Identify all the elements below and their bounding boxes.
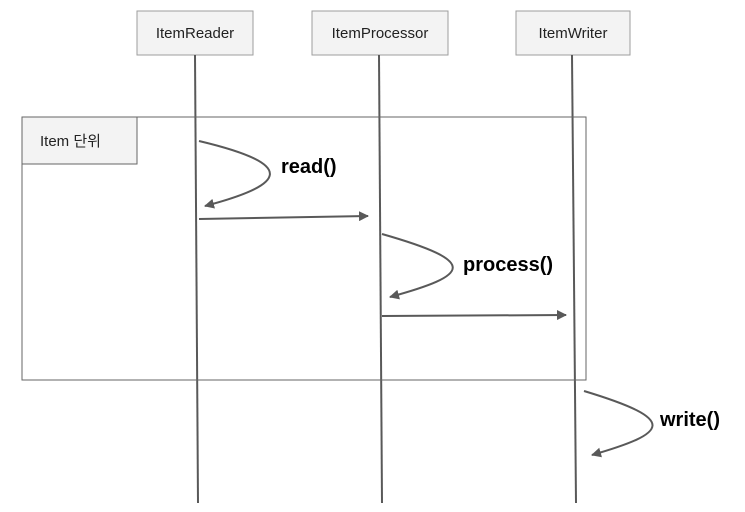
- message-read-label: read(): [281, 156, 337, 178]
- lifeline-itemreader: [194, 54, 199, 504]
- item-loop-frame: [21, 116, 587, 381]
- participant-box-itemreader: [136, 10, 254, 56]
- participant-label-itemprocessor: ItemProcessor: [332, 25, 429, 42]
- message-process-label: process(): [463, 254, 553, 276]
- message-reader-to-processor-arrow: [198, 211, 369, 222]
- message-write-arrow: [583, 390, 654, 458]
- message-process-arrow: [381, 233, 454, 300]
- message-read-arrow: [198, 140, 271, 209]
- participant-label-itemwriter: ItemWriter: [539, 25, 608, 42]
- participant-box-itemwriter: [515, 10, 631, 56]
- lifeline-itemprocessor: [378, 54, 383, 504]
- lifeline-itemwriter: [571, 54, 577, 504]
- participant-box-itemprocessor: [311, 10, 449, 56]
- item-loop-frame-tab: [21, 116, 138, 165]
- message-processor-to-writer-arrow: [381, 310, 567, 321]
- item-loop-frame-label: Item 단위: [40, 133, 101, 150]
- message-write-label: write(): [659, 409, 720, 431]
- participant-label-itemreader: ItemReader: [156, 25, 234, 42]
